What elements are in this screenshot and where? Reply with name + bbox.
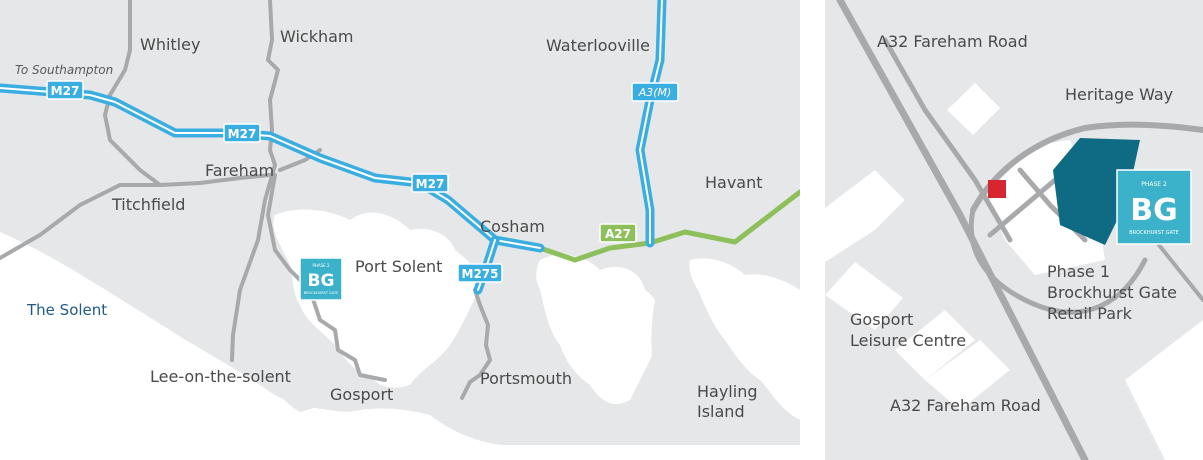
heritage-way <box>970 121 1203 213</box>
label-titchfield: Titchfield <box>111 195 185 214</box>
a3m-shield: A3(M) <box>631 82 679 102</box>
logo-phase-text: PHASE 2 <box>1141 181 1167 188</box>
m27-shield-mid: M27 <box>223 123 261 143</box>
label-gosport-leisure-line2: Leisure Centre <box>850 331 966 350</box>
m27-label: M27 <box>228 127 257 141</box>
m27-shield-west: M27 <box>46 80 84 100</box>
gosport-peninsula <box>247 300 340 412</box>
site-map: PHASE 2 BG BROCKHURST GATE A32 Fareham R… <box>825 0 1203 460</box>
label-cosham: Cosham <box>480 217 545 236</box>
label-portsmouth: Portsmouth <box>480 369 572 388</box>
a3m-core <box>639 0 663 244</box>
label-port-solent: Port Solent <box>355 257 442 276</box>
location-marker <box>988 180 1006 198</box>
block-d <box>895 310 975 380</box>
logo-phase-text: PHASE 2 <box>312 263 329 268</box>
label-waterlooville: Waterlooville <box>546 36 650 55</box>
solent-water <box>0 232 800 460</box>
whitley-road <box>108 0 132 97</box>
a3m-label: A3(M) <box>638 86 672 99</box>
a27-shield: A27 <box>599 223 637 243</box>
label-phase1-line3: Retail Park <box>1047 304 1133 323</box>
langstone-harbour <box>536 254 662 405</box>
label-phase1-line1: Phase 1 <box>1047 262 1110 281</box>
logo-mark: BG <box>1130 193 1178 228</box>
southampton-road-north <box>103 93 162 187</box>
label-gosport-leisure-line1: Gosport <box>850 310 913 329</box>
logo-name: BROCKHURST GATE <box>1129 230 1178 236</box>
m27-core <box>0 87 541 249</box>
m27-label: M27 <box>51 84 80 98</box>
label-a32-bottom: A32 Fareham Road <box>890 396 1041 415</box>
label-lee-on-the-solent: Lee-on-the-solent <box>150 367 291 386</box>
label-whitley: Whitley <box>140 35 200 54</box>
m27-shield-east: M27 <box>411 173 449 193</box>
label-gosport: Gosport <box>330 385 393 404</box>
lee-road <box>230 163 277 362</box>
phase2-logo: PHASE 2 BG BROCKHURST GATE <box>1116 169 1192 245</box>
m275-label: M275 <box>462 267 499 281</box>
m275-shield: M275 <box>457 263 503 283</box>
label-island: Island <box>697 402 745 421</box>
portsea-island <box>471 294 556 399</box>
block-e <box>925 340 1010 410</box>
label-phase1-line2: Brockhurst Gate <box>1047 283 1177 302</box>
regional-map: M27 M27 M27 M275 A3(M) A27 PHASE 2 BG BR… <box>0 0 800 460</box>
logo-name: BROCKHURST GATE <box>304 291 339 295</box>
logo-mark: BG <box>308 271 335 291</box>
site-roads <box>836 0 1203 460</box>
block-c <box>825 262 903 330</box>
m27-label: M27 <box>416 177 445 191</box>
phase2-logo-marker: PHASE 2 BG BROCKHURST GATE <box>299 257 343 301</box>
label-the-solent: The Solent <box>26 301 107 319</box>
label-hayling: Hayling <box>697 382 758 401</box>
portsmouth-harbour <box>273 209 479 388</box>
block-b <box>825 170 905 262</box>
regional-map-svg: M27 M27 M27 M275 A3(M) A27 PHASE 2 BG BR… <box>0 0 800 460</box>
hayling-inner <box>651 300 710 405</box>
titchfield-road <box>158 173 272 187</box>
phase2-site <box>1053 138 1140 245</box>
a32-main <box>836 0 1089 460</box>
label-a32-top: A32 Fareham Road <box>877 32 1028 51</box>
loop-road <box>968 207 1148 315</box>
fareham-west-road <box>0 183 162 260</box>
block-a <box>947 83 1000 135</box>
label-havant: Havant <box>705 173 763 192</box>
site-spur <box>987 177 1058 238</box>
label-to-southampton: To Southampton <box>15 63 113 77</box>
east-road <box>1153 238 1203 302</box>
label-heritage-way: Heritage Way <box>1065 85 1173 104</box>
label-wickham: Wickham <box>280 27 354 46</box>
gosport-road-a <box>266 173 387 382</box>
wickham-road <box>266 0 280 167</box>
chichester-harbour <box>689 258 800 420</box>
block-f <box>1125 320 1203 460</box>
label-fareham: Fareham <box>205 161 274 180</box>
a32-branch <box>882 37 1013 243</box>
site-map-svg: PHASE 2 BG BROCKHURST GATE A32 Fareham R… <box>825 0 1203 460</box>
portsmouth-road <box>460 288 492 400</box>
a27-label: A27 <box>605 227 631 241</box>
minor-roads <box>0 0 492 400</box>
